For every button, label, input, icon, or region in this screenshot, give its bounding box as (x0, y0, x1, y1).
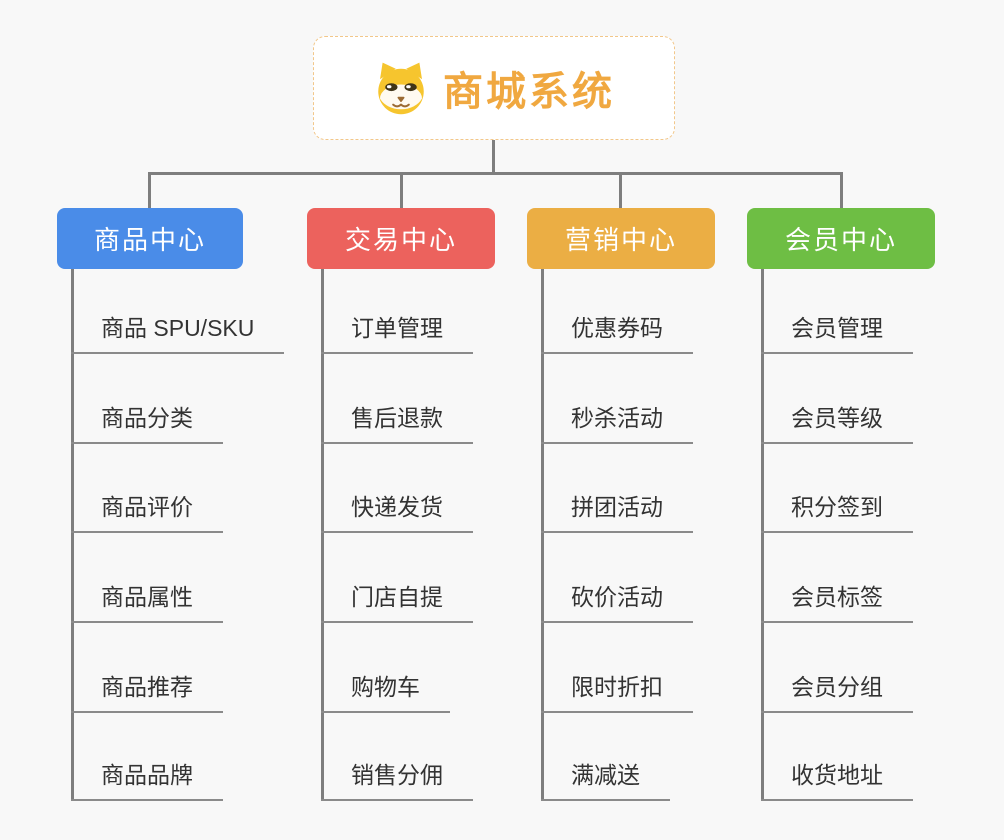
shiba-dog-icon (378, 62, 424, 115)
branch-node-product-center[interactable]: 商品中心 (57, 208, 243, 269)
leaf-item-points-checkin[interactable]: 积分签到 (761, 492, 913, 533)
connector-rail (148, 172, 843, 175)
leaf-item-product-brand[interactable]: 商品品牌 (71, 760, 223, 801)
leaf-item-member-management[interactable]: 会员管理 (761, 313, 913, 354)
leaf-item-member-level[interactable]: 会员等级 (761, 403, 913, 444)
branch-node-trade-center[interactable]: 交易中心 (307, 208, 495, 269)
connector-drop-marketing (619, 172, 622, 209)
leaf-item-express-delivery[interactable]: 快递发货 (321, 492, 473, 533)
leaf-item-limited-time-discount[interactable]: 限时折扣 (541, 672, 693, 713)
branch-column-member: 会员管理 会员等级 积分签到 会员标签 会员分组 收货地址 (761, 269, 1004, 801)
leaf-item-order-management[interactable]: 订单管理 (321, 313, 473, 354)
leaf-item-product-category[interactable]: 商品分类 (71, 403, 223, 444)
leaf-item-product-recommend[interactable]: 商品推荐 (71, 672, 223, 713)
branch-node-marketing-center[interactable]: 营销中心 (527, 208, 715, 269)
branch-column-trade: 订单管理 售后退款 快递发货 门店自提 购物车 销售分佣 (321, 269, 601, 801)
leaf-item-product-review[interactable]: 商品评价 (71, 492, 223, 533)
leaf-item-full-reduction[interactable]: 满减送 (541, 760, 670, 801)
leaf-item-aftersale-refund[interactable]: 售后退款 (321, 403, 473, 444)
leaf-item-coupon-code[interactable]: 优惠券码 (541, 313, 693, 354)
branch-column-marketing: 优惠券码 秒杀活动 拼团活动 砍价活动 限时折扣 满减送 (541, 269, 821, 801)
connector-drop-member (840, 172, 843, 209)
leaf-item-store-pickup[interactable]: 门店自提 (321, 582, 473, 623)
leaf-item-member-tag[interactable]: 会员标签 (761, 582, 913, 623)
root-title: 商城系统 (443, 70, 615, 114)
leaf-item-sales-commission[interactable]: 销售分佣 (321, 760, 473, 801)
leaf-item-bargain-activity[interactable]: 砍价活动 (541, 582, 693, 623)
connector-root-stem (492, 140, 495, 175)
root-node-mall-system[interactable]: 商城系统 (313, 36, 675, 140)
connector-drop-product (148, 172, 151, 209)
leaf-item-product-spu-sku[interactable]: 商品 SPU/SKU (71, 313, 285, 354)
leaf-item-flash-sale[interactable]: 秒杀活动 (541, 403, 693, 444)
branch-node-member-center[interactable]: 会员中心 (747, 208, 935, 269)
leaf-item-member-group[interactable]: 会员分组 (761, 672, 913, 713)
branch-column-product: 商品 SPU/SKU 商品分类 商品评价 商品属性 商品推荐 商品品牌 (71, 269, 351, 801)
leaf-item-product-attribute[interactable]: 商品属性 (71, 582, 223, 623)
leaf-item-shipping-address[interactable]: 收货地址 (761, 760, 913, 801)
leaf-item-shopping-cart[interactable]: 购物车 (321, 672, 450, 713)
leaf-item-group-buy[interactable]: 拼团活动 (541, 492, 693, 533)
connector-drop-trade (400, 172, 403, 209)
